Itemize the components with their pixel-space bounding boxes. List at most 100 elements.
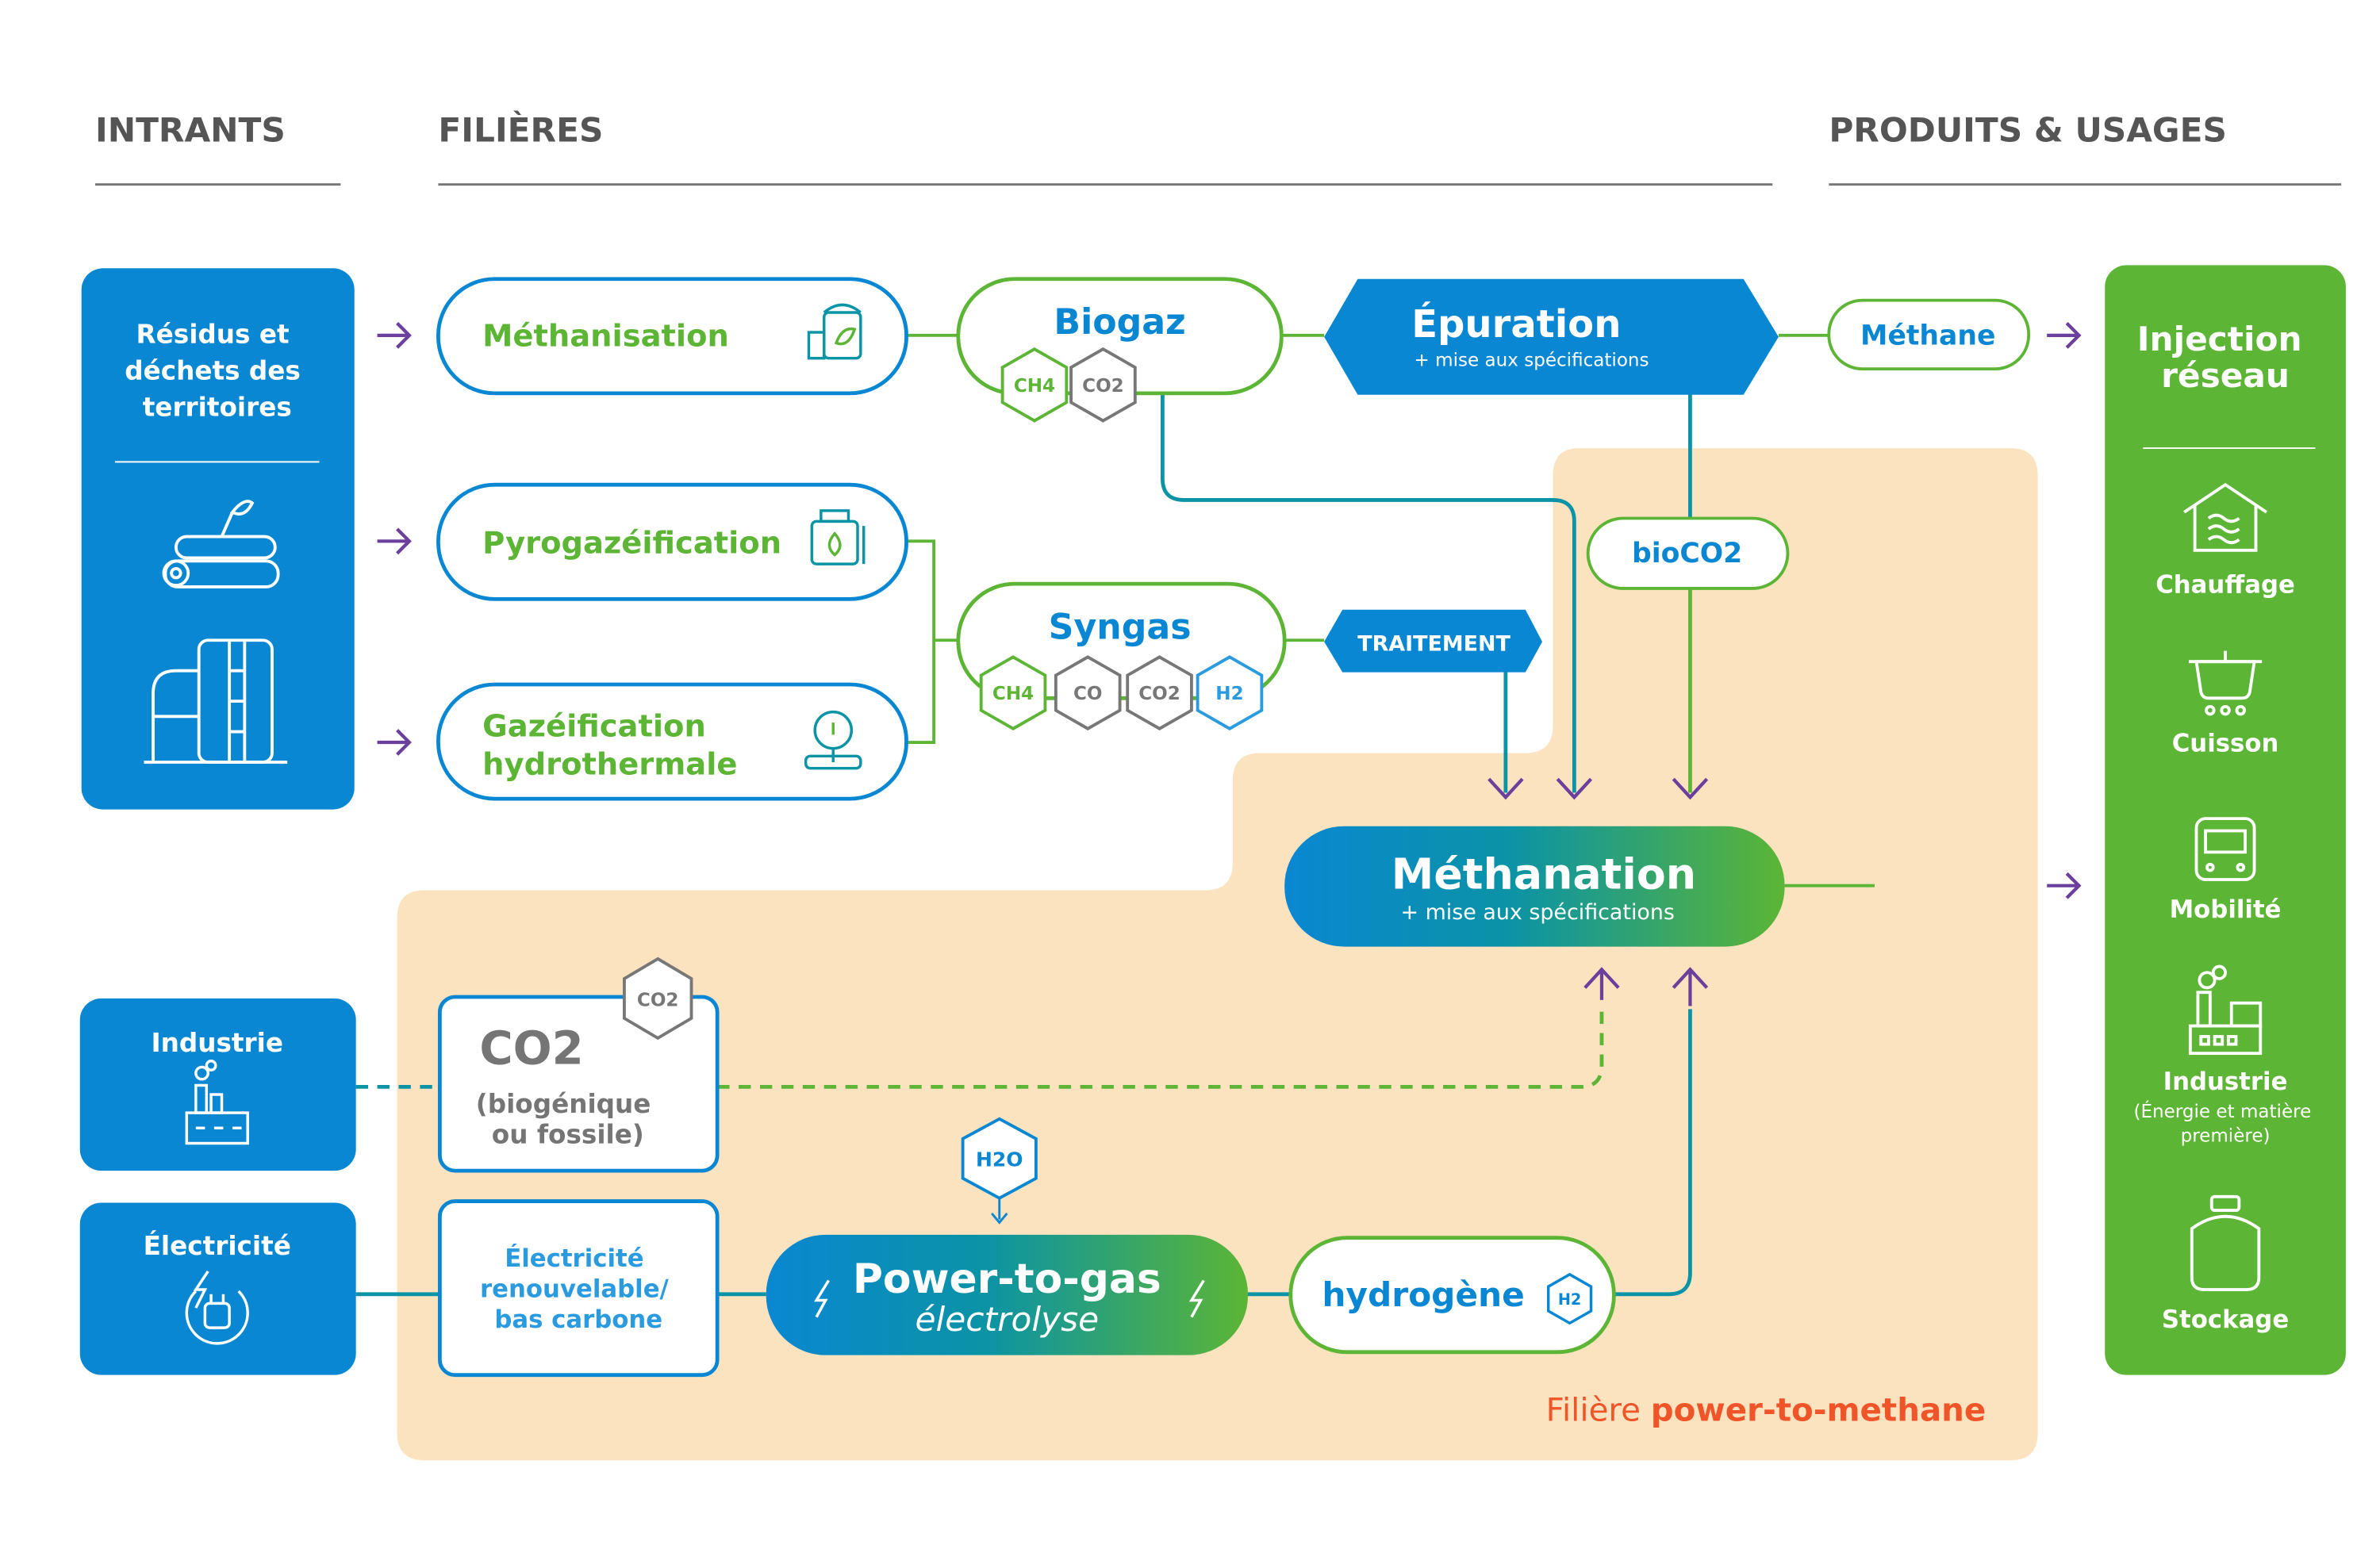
elec-box-line-1: Électricité: [505, 1244, 643, 1273]
renewable-electricity-box: Électricité renouvelable/ bas carbone: [437, 1199, 720, 1378]
input-industrie: Industrie: [79, 998, 356, 1171]
injection-reseau-panel: Injection réseau Chauffage Cuisson: [2105, 265, 2346, 1375]
process-gazeification: Gazéification hydrothermale: [436, 682, 908, 801]
storage-tank-icon: [2190, 1194, 2261, 1291]
co2-hex-label: CO2: [637, 991, 679, 1011]
product-methane: Méthane: [1827, 298, 2031, 371]
power-to-methane-zone: [397, 448, 2038, 1461]
input-residus: Résidus et déchets des territoires: [81, 268, 355, 810]
h2o-label: H2O: [976, 1148, 1023, 1171]
syngas-co-hex: CO: [1054, 655, 1122, 730]
molecule-ch4-hex: CH4: [1000, 347, 1069, 423]
cooking-pot-icon: [2188, 650, 2263, 716]
filiere-prefix: Filière: [1546, 1391, 1651, 1428]
electric-plug-icon: [185, 1271, 249, 1345]
syngas-co2-label: CO2: [1138, 684, 1180, 704]
lightning-left-icon: [814, 1279, 830, 1318]
pyrogazeification-label: Pyrogazéification: [482, 526, 781, 562]
hydrogene-label: hydrogène: [1322, 1275, 1524, 1314]
power-to-gas-title: Power-to-gas: [853, 1255, 1161, 1303]
filiere-highlight: power-to-methane: [1651, 1391, 1987, 1428]
digester-icon: [807, 303, 862, 360]
elec-box-line-3: bas carbone: [494, 1305, 662, 1334]
reactor-icon: [810, 509, 866, 565]
h2-hex-icon: [1546, 1272, 1593, 1325]
molecule-ch4-label: CH4: [1014, 376, 1055, 397]
hydrogene-node: hydrogène H2: [1288, 1236, 1616, 1355]
arrow-down-bioco2: [1672, 777, 1709, 800]
h2-hex-label: H2: [1558, 1290, 1581, 1309]
epuration-title: Épuration: [1411, 301, 1621, 347]
methane-label: Méthane: [1860, 320, 1995, 351]
methanation-step: Méthanation + mise aux spécifications: [1284, 826, 1785, 947]
traitement-label: TRAITEMENT: [1357, 632, 1511, 657]
use-cuisson: Cuisson: [2172, 730, 2279, 758]
lightning-right-icon: [1188, 1279, 1205, 1318]
gas-syngas: Syngas CH4 CO CO2 H2: [956, 581, 1287, 730]
bus-icon: [2194, 817, 2256, 881]
use-industrie-sub-2: première): [2181, 1126, 2271, 1147]
epuration-step: Épuration + mise aux spécifications: [1324, 278, 1779, 395]
industry-factory-icon: [2188, 964, 2263, 1056]
arrow-right-methane: [2047, 321, 2082, 349]
bioco2-node: bioCO2: [1586, 516, 1790, 590]
co2-source-box: CO2 (biogénique ou fossile) CO2: [437, 956, 720, 1173]
molecule-co2-hex: CO2: [1069, 347, 1137, 423]
methanation-title: Méthanation: [1392, 849, 1696, 899]
use-stockage: Stockage: [2162, 1305, 2289, 1334]
injection-title-1: Injection: [2137, 320, 2302, 358]
svg-text:Électricité renouvelable: Électricité renouvelable/ bas carbone: [480, 1244, 677, 1334]
svg-text:(Énergie et matière prem: (Énergie et matière première): [2133, 1100, 2317, 1147]
residus-line-1: Résidus et: [136, 319, 289, 349]
injection-title-2: réseau: [2161, 356, 2290, 395]
svg-text:(biogénique ou fossile): (biogénique ou fossile): [476, 1089, 660, 1149]
gazeification-line-1: Gazéification: [482, 708, 706, 744]
syngas-h2-label: H2: [1215, 684, 1243, 704]
arrow-right-2: [377, 527, 412, 555]
arrow-down-biogaz: [1556, 777, 1593, 800]
gazeification-line-2: hydrothermale: [482, 746, 737, 782]
column-headers: INTRANTS FILIÈRES PRODUITS & USAGES: [95, 110, 2342, 186]
process-methanisation: Méthanisation: [436, 277, 908, 396]
syngas-co2-hex: CO2: [1126, 655, 1193, 730]
filiere-label: Filière power-to-methane: [1546, 1391, 1987, 1428]
electricite-label: Électricité: [144, 1231, 291, 1261]
input-electricite: Électricité: [79, 1202, 356, 1375]
co2-line-2: ou fossile): [492, 1120, 644, 1150]
traitement-step: TRAITEMENT: [1324, 609, 1542, 673]
logs-icon: [162, 500, 280, 588]
house-heat-icon: [2183, 482, 2268, 552]
header-intrants: INTRANTS: [95, 111, 286, 150]
use-industrie-sub-1: (Énergie et matière: [2133, 1100, 2311, 1122]
svg-text:Résidus et déchets des: Résidus et déchets des territoires: [125, 319, 309, 422]
biomass-plant-icon: [144, 638, 288, 764]
arrow-right-1: [377, 321, 412, 349]
header-filieres: FILIÈRES: [438, 110, 603, 150]
pressure-gauge-icon: [804, 710, 862, 770]
industrie-label: Industrie: [151, 1028, 283, 1058]
bioco2-label: bioCO2: [1632, 538, 1742, 569]
methanation-subtitle: + mise aux spécifications: [1401, 900, 1675, 925]
co2-title: CO2: [479, 1022, 583, 1075]
factory-icon: [185, 1060, 249, 1145]
residus-line-2: déchets des: [125, 356, 301, 386]
syngas-ch4-hex: CH4: [979, 655, 1047, 730]
flow-connectors: [355, 333, 1875, 1297]
process-pyrogazeification: Pyrogazéification: [436, 482, 908, 601]
elec-box-line-2: renouvelable/: [480, 1275, 670, 1304]
gas-biogaz: Biogaz CH4 CO2: [956, 277, 1284, 423]
arrow-down-traitement: [1488, 777, 1524, 800]
syngas-co-label: CO: [1073, 684, 1103, 704]
molecule-co2-label: CO2: [1082, 376, 1124, 397]
methanisation-label: Méthanisation: [482, 318, 729, 354]
use-mobilite: Mobilité: [2170, 895, 2282, 924]
co2-hex-badge: CO2: [623, 956, 693, 1041]
epuration-subtitle: + mise aux spécifications: [1415, 350, 1649, 370]
flow-arrows: [377, 321, 2082, 1006]
syngas-ch4-label: CH4: [992, 684, 1034, 704]
arrow-right-3: [377, 729, 412, 756]
power-to-gas-step: Power-to-gas électrolyse: [766, 1234, 1249, 1355]
use-industrie: Industrie: [2163, 1068, 2288, 1096]
biogaz-label: Biogaz: [1054, 302, 1185, 343]
